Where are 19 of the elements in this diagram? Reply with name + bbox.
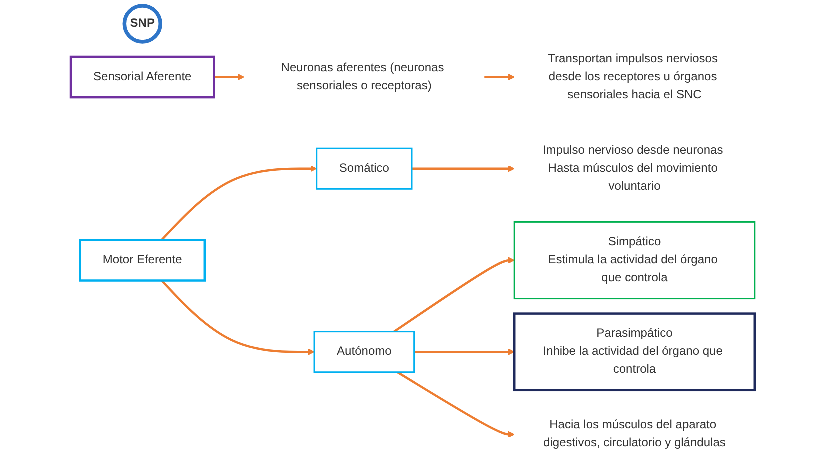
node-text: Neuronas aferentes (neuronas sensoriales o receptoras) (281, 62, 444, 92)
arrow (394, 257, 515, 333)
node-box: Parasimpático Inhibe la actividad del órgano que controla (514, 312, 756, 392)
arrow (161, 166, 318, 241)
node-text: Impulso nervioso desde neuronas Hasta músculos del movimiento voluntario (542, 144, 724, 193)
arrow (161, 280, 315, 356)
node-circle: SNP (122, 4, 163, 44)
arrow (484, 74, 515, 81)
node-box: Sensorial Aferente (70, 56, 216, 99)
arrow (397, 371, 515, 438)
arrow (214, 74, 245, 81)
node-text: Hacia los músculos del aparato digestivos, circulatorio y glándulas (544, 418, 726, 450)
node-text: Transportan impulsos nerviosos desde los receptores u órganos sensoriales hacia el SNC (548, 52, 718, 102)
arrow (414, 348, 515, 356)
node-box: Simpático Estimula la actividad del órgano que controla (514, 221, 756, 300)
node-box: Autónomo (314, 331, 416, 374)
node-box: Motor Eferente (79, 239, 206, 282)
node-box: Somático (316, 148, 413, 190)
arrow (412, 166, 515, 172)
